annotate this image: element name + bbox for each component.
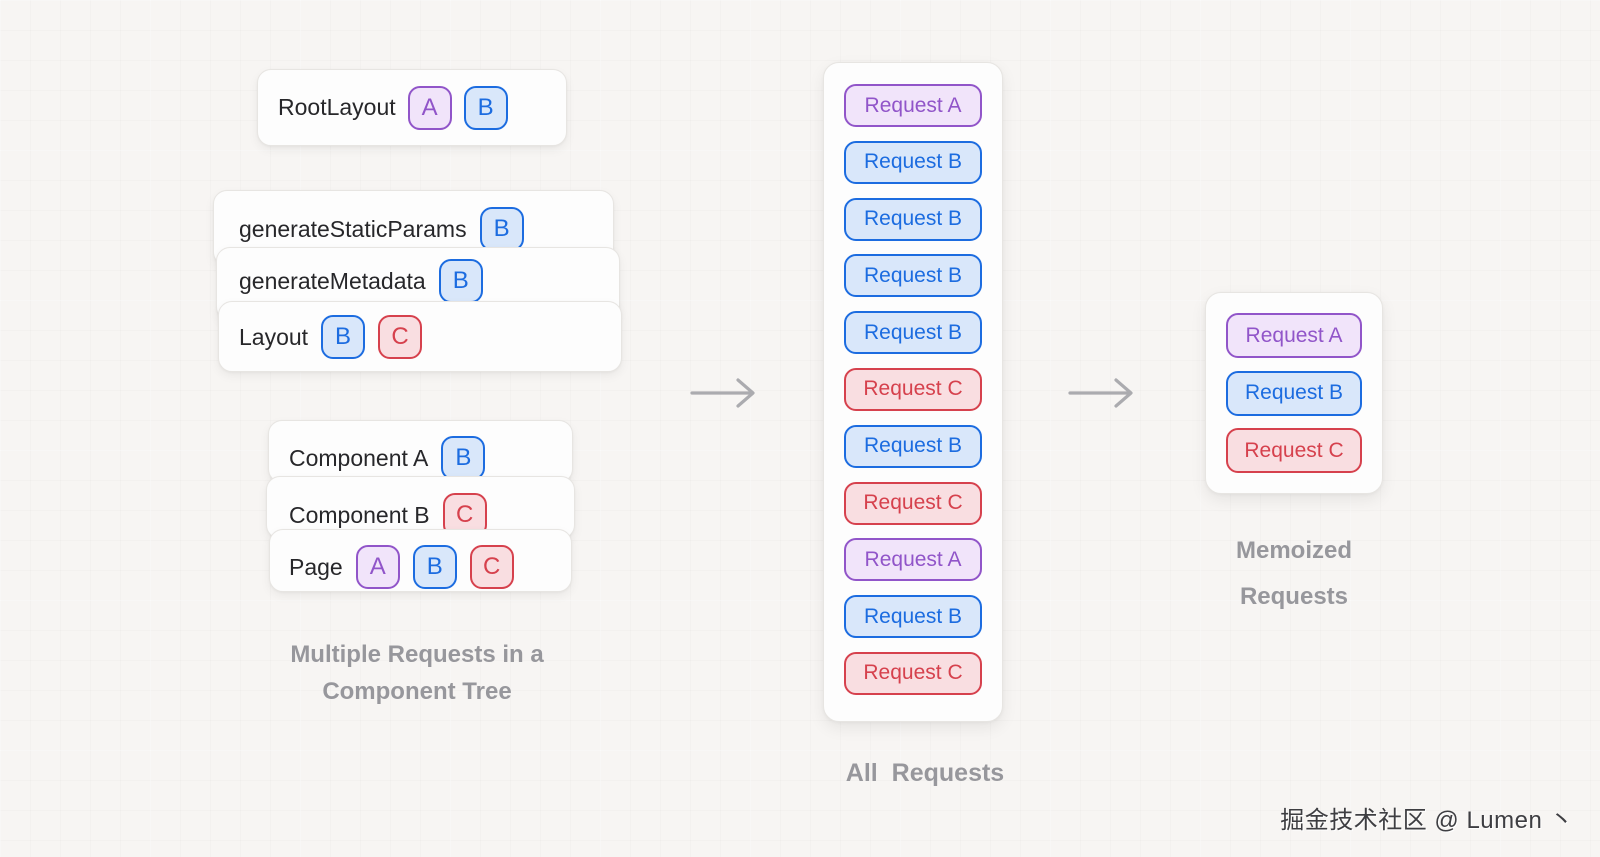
badge-b-icon: B — [479, 207, 524, 251]
badge-b-icon: B — [463, 85, 508, 130]
request-pill: Request B — [844, 424, 982, 468]
component-a-label: Component A — [289, 444, 429, 471]
request-pill: Request C — [844, 367, 982, 411]
badge-a-icon: A — [355, 545, 400, 589]
request-pill: Request B — [844, 197, 982, 241]
request-pill: Request A — [844, 84, 982, 127]
request-pill: Request C — [1226, 428, 1362, 473]
component-a-card: Component A B — [268, 420, 573, 483]
badge-c-icon: C — [469, 545, 514, 589]
right-arrow-icon — [1068, 375, 1138, 411]
memoized-requests-panel: Request A Request B Request C — [1205, 292, 1383, 494]
request-pill: Request C — [844, 481, 982, 525]
rootlayout-card: RootLayout A B — [257, 69, 567, 146]
request-pill: Request B — [844, 311, 982, 355]
watermark: 掘金技术社区 @ Lumen 丶 — [1280, 807, 1574, 834]
tree-caption: Multiple Requests in a Component Tree — [242, 636, 592, 710]
badge-c-icon: C — [378, 315, 423, 359]
badge-b-icon: B — [441, 436, 486, 480]
layout-label: Layout — [239, 323, 309, 350]
request-pill: Request B — [1226, 370, 1362, 416]
memoized-caption: Memoized Requests — [1184, 528, 1404, 620]
generate-metadata-label: generateMetadata — [239, 267, 426, 294]
page-card: Page A B C — [269, 529, 572, 592]
all-requests-caption: All Requests — [845, 759, 1005, 787]
badge-b-icon: B — [412, 545, 457, 589]
request-pill: Request B — [844, 595, 982, 639]
right-arrow-icon — [690, 375, 760, 411]
tree-caption-line1: Multiple Requests in a — [290, 641, 544, 668]
rootlayout-label: RootLayout — [278, 94, 396, 120]
component-b-label: Component B — [289, 501, 430, 528]
page-label: Page — [289, 553, 343, 580]
memoized-caption-line1: Memoized — [1235, 537, 1352, 564]
memoized-caption-line2: Requests — [1239, 583, 1349, 610]
badge-a-icon: A — [407, 85, 452, 130]
all-requests-panel: Request A Request B Request B Request B … — [823, 62, 1003, 722]
request-pill: Request B — [844, 140, 982, 184]
request-pill: Request C — [844, 651, 982, 695]
request-pill: Request A — [844, 538, 982, 582]
layout-card: Layout B C — [218, 301, 622, 372]
generate-static-params-label: generateStaticParams — [239, 215, 467, 242]
request-pill: Request B — [844, 254, 982, 298]
badge-b-icon: B — [321, 315, 366, 359]
request-pill: Request A — [1226, 313, 1362, 358]
tree-caption-line2: Component Tree — [322, 678, 512, 705]
badge-b-icon: B — [438, 259, 483, 303]
